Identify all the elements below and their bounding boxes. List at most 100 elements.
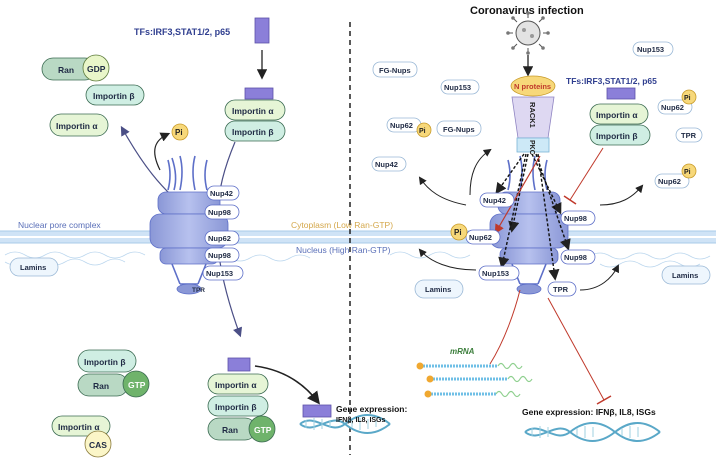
left-nup98-a: Nup98 (208, 208, 231, 217)
right-tfs-label: TFs:IRF3,STAT1/2, p65 (566, 76, 657, 86)
ran-label: Ran (58, 65, 74, 75)
bl-importin-b-label: Importin β (84, 357, 126, 367)
right-importin-a (589, 103, 649, 125)
right-lamins-right-pill (661, 265, 711, 285)
left-pi-arrow (154, 132, 171, 171)
left-dna-helix (299, 414, 391, 434)
left-lamins-label: Lamins (20, 263, 46, 272)
left-gene-arrow (254, 365, 320, 405)
mrna-block-line (489, 289, 521, 365)
cas-label: CAS (89, 440, 107, 450)
right-tpr: TPR (553, 285, 569, 294)
nup62-pi-b (681, 89, 697, 105)
mrna-label: mRNA (450, 347, 475, 356)
right-nup98-a: Nup98 (564, 214, 587, 223)
importin-b-pill (85, 84, 145, 106)
ran-gdp-complex: Ran GDP Importin β (41, 54, 145, 106)
mrna-strands (416, 362, 533, 398)
fg-nups-2: FG-Nups (443, 125, 475, 134)
right-free-nups: FG-Nups Nup153 Nup62 FG-Nups Nup42 Nup15… (371, 41, 703, 189)
importin-a-cas-complex: Importin α CAS (51, 415, 112, 458)
importin-a-pill-free (49, 113, 109, 137)
right-nup98-b: Nup98 (564, 253, 587, 262)
right-pore-nup-labels: Nup42 Nup98 Nup62 Nup98 Nup153 TPR (465, 192, 596, 297)
left-importin-b-label: Importin β (232, 127, 274, 137)
nup62-pi-c (681, 163, 697, 179)
bl-ran-label: Ran (93, 381, 109, 391)
bl-importin-a-label: Importin α (58, 422, 100, 432)
right-lamins-right-label: Lamins (672, 271, 698, 280)
bn-importin-b-label: Importin β (215, 402, 257, 412)
importin-b-label: Importin β (93, 91, 135, 101)
tpr-free: TPR (681, 131, 697, 140)
left-import-complex: Importin α Importin β (224, 87, 286, 142)
nucleus-label: Nucleus (High Ran-GTP) (296, 245, 391, 255)
pkc-red-arrow (494, 155, 541, 235)
n-proteins-label: N proteins (514, 82, 551, 91)
fg-nups-1: FG-Nups (379, 66, 411, 75)
n-proteins-shape (510, 75, 556, 97)
left-lamins-pill (9, 257, 59, 277)
right-nup153: Nup153 (482, 269, 509, 278)
right-importin-b (589, 124, 651, 146)
tf-block-line (569, 147, 604, 201)
nup62-pi-a-label: Pi (419, 128, 426, 135)
pkc-label: PKC (528, 140, 535, 155)
pkc-shape (516, 137, 550, 153)
left-tf-on-dna (302, 404, 332, 418)
left-pi-label: Pi (175, 128, 183, 137)
right-pi-label: Pi (454, 228, 462, 237)
bn-ran-label: Ran (222, 425, 238, 435)
title: Coronavirus infection (470, 5, 584, 17)
nup62-pi-b-label: Pi (684, 95, 691, 102)
left-pi-circle (171, 123, 189, 141)
left-tf-cargo-top (254, 17, 270, 44)
right-pi-circle (450, 223, 468, 241)
tf-block-bar (563, 195, 577, 205)
left-importin-a-label: Importin α (232, 106, 274, 116)
left-tfs-label: TFs:IRF3,STAT1/2, p65 (134, 27, 230, 37)
right-nup62: Nup62 (469, 233, 492, 242)
nup62-free-b: Nup62 (661, 103, 684, 112)
rack1-label: RACK1 (528, 102, 537, 128)
nup62-free-a: Nup62 (390, 121, 413, 130)
right-lamins-left-pill (414, 279, 464, 299)
left-tf-cargo (244, 87, 274, 100)
ran-gtp-importin-b-complex: Importin β Ran GTP (77, 349, 150, 398)
left-gene-list: IFNβ, IL8, ISGs (336, 417, 386, 424)
pkc-phospho-arrows (495, 153, 571, 281)
left-nup62: Nup62 (208, 234, 231, 243)
right-gene-expression: Gene expression: IFNβ, IL8, ISGs (522, 407, 656, 417)
gdp-circle (82, 54, 110, 82)
left-importin-a (224, 99, 286, 121)
importin-a-label-free: Importin α (56, 121, 98, 131)
cytoplasm-label: Cytoplasm (Low Ran-GTP) (291, 220, 393, 230)
gdp-label: GDP (87, 64, 106, 74)
bl-gtp-label: GTP (128, 380, 146, 390)
coronavirus-icon (506, 11, 550, 55)
right-importin-a-label: Importin α (596, 110, 638, 120)
nup62-pi-a (416, 122, 432, 138)
right-dna-helix (524, 422, 661, 442)
left-gene-expression: Gene expression: (336, 404, 408, 414)
nup62-free-c: Nup62 (658, 177, 681, 186)
nup153-free-b: Nup153 (637, 45, 664, 54)
left-nup98-b: Nup98 (208, 251, 231, 260)
nup-release-arrows (418, 148, 644, 291)
expression-block-line (547, 297, 605, 401)
nup153-free-a: Nup153 (444, 83, 471, 92)
expression-block-bar (596, 395, 612, 405)
right-lamins-left-label: Lamins (425, 285, 451, 294)
nuclear-import-complex: Importin α Importin β Ran GTP (207, 357, 276, 443)
nup42-free: Nup42 (375, 160, 398, 169)
right-tf-cargo (606, 87, 636, 100)
left-nup153: Nup153 (206, 269, 233, 278)
nup62-pi-c-label: Pi (684, 169, 691, 176)
right-nup42: Nup42 (483, 196, 506, 205)
left-pore-nup-labels: Nup42 Nup98 Nup62 Nup98 Nup153 TPR (192, 185, 244, 294)
npc-label: Nuclear pore complex (18, 220, 101, 230)
left-importin-b (224, 120, 286, 142)
bn-importin-a-label: Importin α (215, 380, 257, 390)
